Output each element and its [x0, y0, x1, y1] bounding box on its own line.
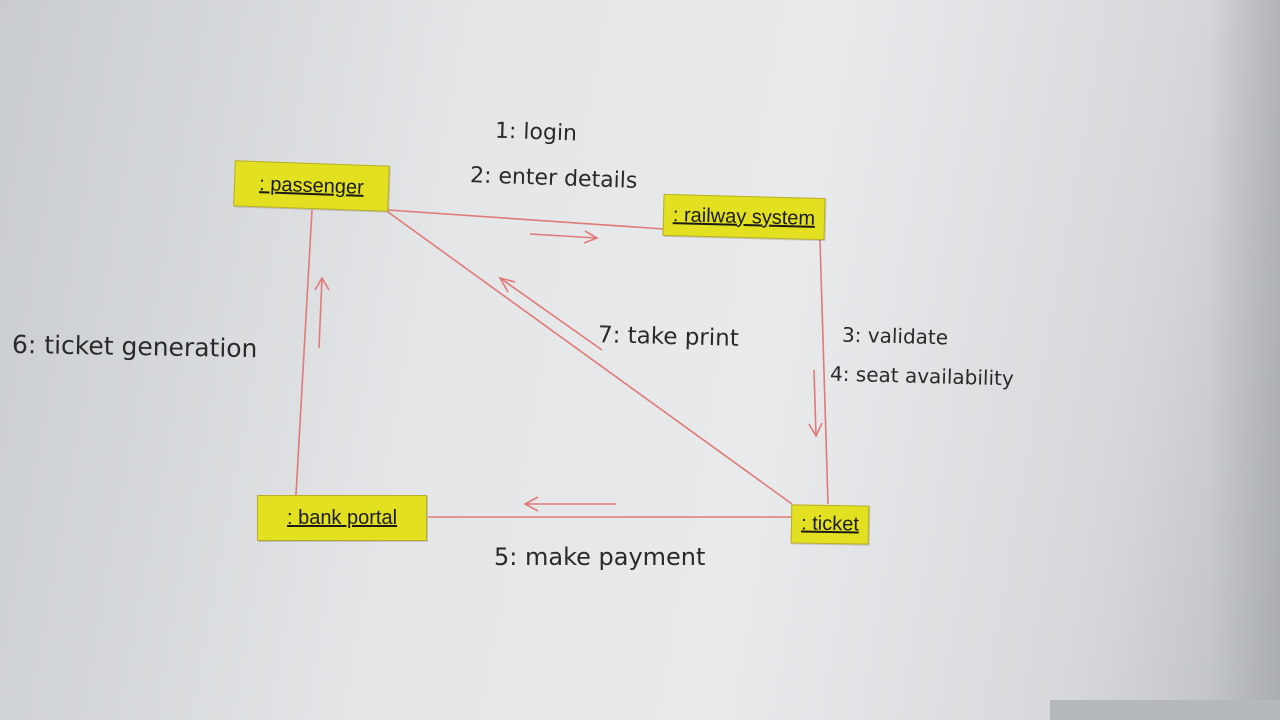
arrow-msg-5: [523, 496, 616, 512]
arrow-msg-7: [498, 276, 603, 351]
message-take-print: 7: take print: [597, 322, 740, 352]
screen-edge-shadow: [1210, 0, 1280, 720]
object-label: : ticket: [800, 512, 860, 536]
object-label: : bank portal: [286, 506, 398, 529]
message-seat-availability: 4: seat availability: [829, 361, 1015, 391]
arrow-msg-1-2: [529, 230, 599, 244]
link-passenger-ticket: [387, 211, 793, 505]
message-login: 1: login: [494, 118, 578, 147]
link-railway-ticket: [819, 239, 829, 505]
message-make-payment: 5: make payment: [494, 543, 706, 571]
message-validate: 3: validate: [841, 322, 949, 350]
object-railway-system: : railway system: [662, 193, 826, 241]
message-ticket-generation: 6: ticket generation: [11, 329, 258, 364]
object-label: : passenger: [258, 172, 365, 199]
link-bank-passenger: [295, 209, 313, 496]
arrow-msg-6: [314, 276, 330, 349]
link-passenger-railway: [387, 209, 665, 230]
arrow-msg-3-4: [808, 369, 823, 438]
object-label: : railway system: [672, 203, 816, 230]
object-ticket: : ticket: [790, 504, 870, 545]
status-bar-strip: [1050, 700, 1280, 720]
object-passenger: : passenger: [233, 160, 390, 212]
object-bank-portal: : bank portal: [257, 495, 427, 541]
